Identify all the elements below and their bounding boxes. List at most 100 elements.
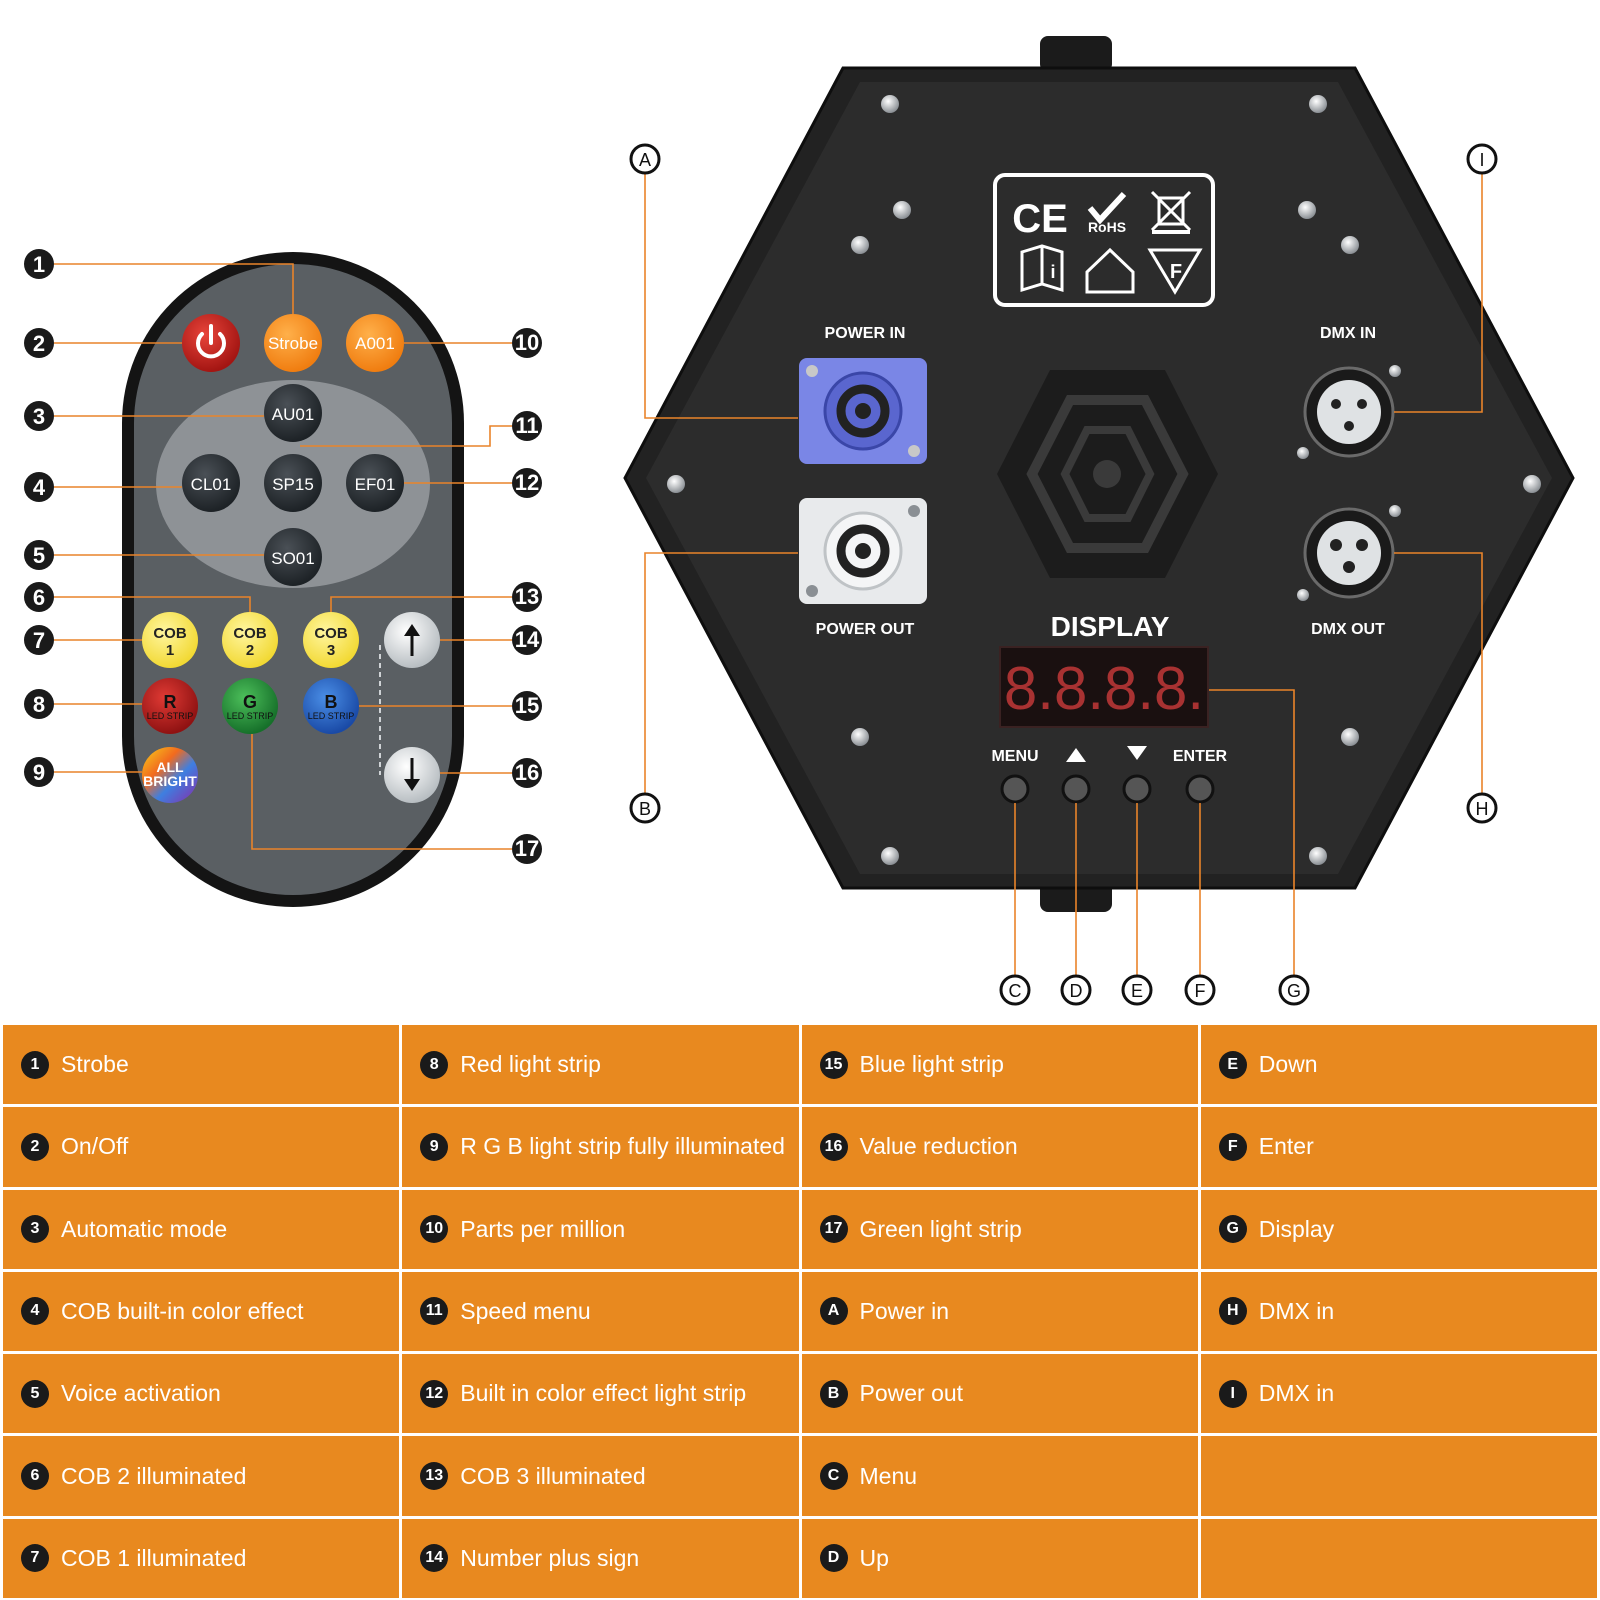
legend-badge: E — [1218, 1050, 1247, 1079]
svg-text:H: H — [1476, 799, 1489, 819]
dmx-in-label: DMX IN — [1320, 325, 1376, 342]
down-button[interactable] — [1122, 774, 1152, 804]
legend-text: Display — [1258, 1215, 1335, 1242]
legend-badge: H — [1218, 1297, 1247, 1326]
svg-text:D: D — [1070, 981, 1083, 1001]
enter-label: ENTER — [1173, 748, 1228, 765]
legend-text: Blue light strip — [859, 1051, 1004, 1078]
arrow-down-icon — [404, 758, 420, 791]
callout-17: 17 — [512, 834, 542, 864]
legend-text: Power in — [859, 1297, 949, 1324]
dmx-out-connector[interactable] — [1297, 505, 1401, 601]
legend-badge: 6 — [21, 1462, 49, 1491]
legend-text: Automatic mode — [61, 1215, 228, 1242]
blue-strip-letter: B — [325, 692, 338, 712]
svg-text:13: 13 — [515, 584, 539, 609]
callout-13: 13 — [512, 582, 542, 612]
dmx-in-connector[interactable] — [1297, 365, 1401, 459]
callout-b: B — [629, 792, 661, 824]
arrow-up-icon — [404, 624, 420, 656]
svg-text:6: 6 — [33, 585, 45, 610]
up-button[interactable] — [1061, 774, 1091, 804]
legend-text: Enter — [1258, 1133, 1314, 1160]
down-triangle-icon — [1127, 746, 1147, 760]
sp15-button-label: SP15 — [272, 475, 314, 494]
blue-strip-button[interactable]: B LED STRIP — [303, 678, 359, 734]
strobe-button[interactable]: Strobe — [264, 314, 322, 372]
legend-text: Speed menu — [460, 1297, 591, 1324]
ef01-button[interactable]: EF01 — [346, 454, 404, 512]
svg-text:A: A — [639, 150, 651, 170]
callout-i: I — [1466, 143, 1498, 175]
power-button[interactable] — [182, 314, 240, 372]
callout-5: 5 — [24, 540, 54, 570]
svg-text:F: F — [1170, 261, 1182, 283]
legend-badge: 9 — [420, 1132, 449, 1161]
legend-cell: 9 R G B light strip fully illuminated — [402, 1107, 799, 1187]
enter-button[interactable] — [1185, 774, 1215, 804]
power-in-label: POWER IN — [825, 325, 906, 342]
fan-grille — [997, 370, 1218, 578]
au01-button[interactable]: AU01 — [264, 384, 322, 442]
legend-text: Red light strip — [460, 1051, 601, 1078]
svg-text:5: 5 — [33, 543, 45, 568]
callout-a: A — [629, 143, 661, 175]
menu-button[interactable] — [1000, 774, 1030, 804]
legend-text: Built in color effect light strip — [460, 1380, 747, 1407]
callout-d: D — [1060, 974, 1092, 1006]
menu-label: MENU — [991, 748, 1038, 765]
sp15-button[interactable]: SP15 — [264, 454, 322, 512]
power-out-label: POWER OUT — [816, 621, 915, 638]
f-mark-icon: F — [1147, 248, 1203, 295]
legend-badge: I — [1218, 1379, 1247, 1408]
power-out-connector[interactable] — [799, 498, 927, 604]
legend-text: Voice activation — [61, 1380, 221, 1407]
cob1-button[interactable]: COB 1 — [142, 612, 198, 668]
legend-text: COB 3 illuminated — [460, 1462, 646, 1489]
a001-button-label: A001 — [355, 334, 395, 353]
so01-button[interactable]: SO01 — [264, 528, 322, 586]
callout-f: F — [1184, 974, 1216, 1006]
led-display: 8.8.8.8. — [999, 646, 1209, 728]
cob2-button[interactable]: COB 2 — [222, 612, 278, 668]
power-in-connector[interactable] — [799, 358, 927, 464]
svg-text:RoHS: RoHS — [1088, 219, 1126, 235]
down-arrow-button[interactable] — [384, 747, 440, 803]
callout-c: C — [999, 974, 1031, 1006]
green-strip-button[interactable]: G LED STRIP — [222, 678, 278, 734]
callout-10: 10 — [512, 328, 542, 358]
svg-text:10: 10 — [515, 330, 539, 355]
cob3-button[interactable]: COB 3 — [303, 612, 359, 668]
rohs-icon: RoHS — [1087, 191, 1127, 235]
cl01-button[interactable]: CL01 — [182, 454, 240, 512]
callout-11: 11 — [512, 411, 542, 441]
svg-text:i: i — [1050, 262, 1055, 282]
a001-button[interactable]: A001 — [346, 314, 404, 372]
legend-badge: 15 — [819, 1050, 848, 1079]
green-strip-letter: G — [243, 692, 257, 712]
dmx-out-label: DMX OUT — [1311, 621, 1385, 638]
legend-badge: 13 — [420, 1462, 449, 1491]
all-bright-button[interactable]: ALL BRIGHT — [142, 747, 198, 803]
red-strip-letter: R — [164, 692, 177, 712]
legend-text: DMX in — [1258, 1380, 1335, 1407]
callout-7: 7 — [24, 625, 54, 655]
legend-badge: 1 — [21, 1050, 49, 1079]
legend-text: R G B light strip fully illuminated — [460, 1133, 785, 1160]
legend-cell: I DMX in — [1200, 1354, 1597, 1434]
red-strip-button[interactable]: R LED STRIP — [142, 678, 198, 734]
up-arrow-button[interactable] — [384, 612, 440, 668]
legend-cell — [1200, 1518, 1597, 1598]
legend-text: On/Off — [61, 1133, 129, 1160]
legend-text: Green light strip — [859, 1215, 1022, 1242]
